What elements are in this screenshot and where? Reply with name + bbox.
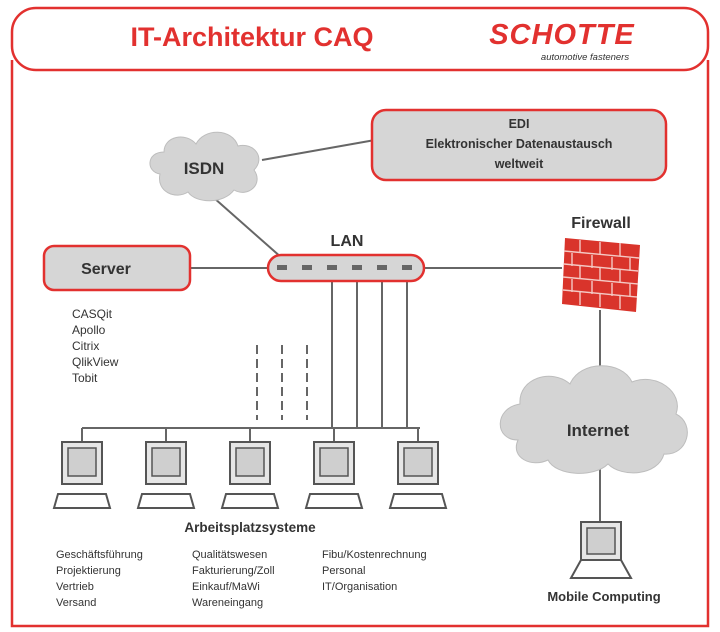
workstations-heading: Arbeitsplatzsysteme — [184, 520, 316, 535]
firewall-icon — [562, 238, 640, 312]
server-app: CASQit — [72, 307, 113, 321]
header-banner — [10, 6, 710, 72]
edi-title: EDI — [509, 117, 530, 131]
server-app: QlikView — [72, 355, 119, 369]
function-item: Einkauf/MaWi — [192, 581, 260, 593]
workstation-monitor-icon — [388, 441, 448, 509]
lan-port — [302, 265, 312, 270]
workstation-monitor-icon — [52, 441, 112, 509]
edi-box — [370, 108, 668, 182]
dashed-links — [256, 345, 308, 420]
lan-port — [327, 265, 337, 270]
internet-cloud-icon — [499, 365, 688, 474]
workstation-monitor-icon — [220, 441, 280, 509]
workstation-monitor-icon — [136, 441, 196, 509]
server-app: Citrix — [72, 339, 99, 353]
function-item: Vertrieb — [56, 581, 94, 593]
function-item: Fibu/Kostenrechnung — [322, 549, 427, 561]
network-links — [81, 139, 601, 530]
isdn-edi-link — [261, 139, 376, 161]
function-item: Projektierung — [56, 565, 121, 577]
lan-port — [402, 265, 412, 270]
workstation-functions: Geschäftsführung Projektierung Vertrieb … — [56, 549, 427, 609]
edi-subtitle: Elektronischer Datenaustausch — [426, 137, 613, 151]
page-title: IT-Architektur CAQ — [130, 22, 373, 52]
mobile-computing-label: Mobile Computing — [547, 589, 660, 604]
isdn-label: ISDN — [184, 159, 225, 178]
isdn-cloud-icon — [149, 131, 260, 202]
lan-port — [277, 265, 287, 270]
lan-switch — [266, 253, 426, 283]
function-item: Versand — [56, 597, 96, 609]
function-item: Wareneingang — [192, 597, 263, 609]
firewall-label: Firewall — [571, 215, 631, 232]
workstation-row — [52, 441, 448, 509]
function-item: IT/Organisation — [322, 581, 397, 593]
server-app: Tobit — [72, 371, 98, 385]
server-app: Apollo — [72, 323, 106, 337]
lan-port — [377, 265, 387, 270]
brand-tagline: automotive fasteners — [541, 52, 629, 63]
internet-label: Internet — [567, 421, 630, 440]
function-item: Personal — [322, 565, 365, 577]
server-label: Server — [81, 261, 131, 278]
workstation-monitor-icon — [304, 441, 364, 509]
function-item: Fakturierung/Zoll — [192, 565, 275, 577]
brand-logo: SCHOTTE — [489, 19, 635, 51]
diagram-frame — [10, 60, 710, 628]
server-box — [42, 244, 192, 292]
edi-scope: weltweit — [494, 157, 544, 171]
function-item: Qualitätswesen — [192, 549, 267, 561]
lan-ports — [277, 265, 412, 270]
server-apps-list: CASQit Apollo Citrix QlikView Tobit — [72, 307, 119, 385]
lan-port — [352, 265, 362, 270]
laptop-icon — [569, 521, 633, 579]
lan-label: LAN — [331, 233, 364, 250]
function-item: Geschäftsführung — [56, 549, 143, 561]
isdn-lan-link — [204, 189, 283, 259]
